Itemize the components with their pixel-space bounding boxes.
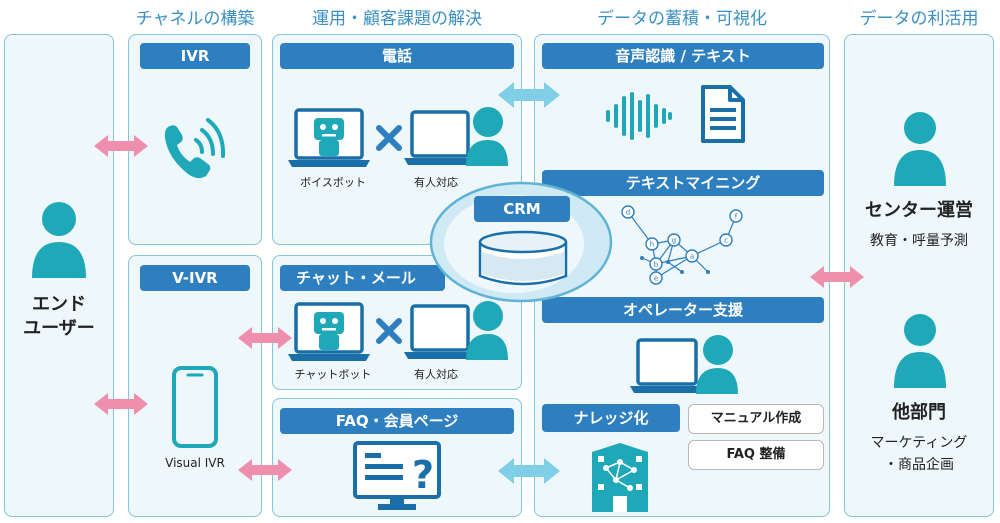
arrow-enduser-ivr bbox=[94, 135, 148, 157]
document-icon bbox=[701, 85, 745, 143]
ivr-title: IVR bbox=[140, 43, 250, 69]
header-ops: 運用・顧客課題の解決 bbox=[312, 9, 482, 29]
center-sub: 教育・呼量予測 bbox=[870, 233, 968, 249]
end-user-label-2: ユーザー bbox=[23, 318, 95, 339]
voicebot-label: ボイスボット bbox=[300, 176, 366, 189]
visual-ivr-label: Visual IVR bbox=[165, 456, 225, 470]
vivr-panel bbox=[128, 255, 262, 517]
phone-title: 電話 bbox=[280, 43, 514, 69]
node-label: e bbox=[654, 275, 658, 283]
crm-title: CRM bbox=[474, 196, 570, 222]
phone-human-label: 有人対応 bbox=[414, 176, 458, 189]
node-label: h bbox=[650, 241, 654, 249]
cross-icon-phone bbox=[376, 125, 402, 151]
arrow-vivr-faq bbox=[238, 459, 292, 481]
center-person-icon bbox=[894, 112, 946, 186]
faq-title: FAQ・会員ページ bbox=[280, 408, 514, 434]
voicebot-laptop-icon bbox=[288, 108, 370, 167]
phone-signal-icon bbox=[164, 118, 226, 179]
waveform-icon bbox=[606, 92, 672, 140]
node-label: g bbox=[672, 237, 676, 245]
node-label: f bbox=[735, 213, 738, 221]
other-dept-title: 他部門 bbox=[892, 402, 946, 423]
knowledge-building-icon bbox=[592, 443, 648, 512]
arrow-enduser-vivr bbox=[94, 393, 148, 415]
chatbot-label: チャットボット bbox=[294, 368, 372, 381]
operator-title: オペレーター支援 bbox=[542, 297, 824, 323]
chat-title: チャット・メール bbox=[280, 265, 445, 291]
end-user-label-1: エンド bbox=[32, 294, 86, 315]
smartphone-icon bbox=[172, 366, 218, 448]
header-data: データの蓄積・可視化 bbox=[597, 9, 767, 29]
operator-support-icon bbox=[630, 335, 738, 394]
end-user-icon bbox=[32, 202, 86, 278]
dept-person-icon bbox=[894, 314, 946, 388]
faq-monitor-icon: ? bbox=[353, 441, 441, 510]
svg-text:?: ? bbox=[412, 453, 434, 497]
node-label: d bbox=[626, 209, 630, 217]
database-icon bbox=[478, 230, 568, 286]
chatbot-laptop-icon bbox=[288, 302, 370, 361]
center-title: センター運営 bbox=[865, 200, 973, 221]
node-label: b bbox=[654, 261, 659, 269]
node-label: a bbox=[690, 253, 694, 261]
arrow-phone-data bbox=[498, 82, 560, 108]
knowledge-title: ナレッジ化 bbox=[542, 404, 680, 432]
speech-title: 音声認識 / テキスト bbox=[542, 43, 824, 69]
chat-operator-laptop-icon bbox=[404, 301, 508, 360]
header-channel: チャネルの構築 bbox=[135, 9, 255, 29]
mining-title: テキストマイニング bbox=[542, 170, 824, 196]
chat-human-label: 有人対応 bbox=[414, 368, 458, 381]
manual-tag: マニュアル作成 bbox=[688, 404, 824, 434]
other-dept-sub1: マーケティング bbox=[870, 435, 968, 451]
arrow-vivr-chat bbox=[238, 327, 292, 349]
node-label: c bbox=[724, 237, 728, 245]
header-use: データの利活用 bbox=[859, 9, 979, 29]
other-dept-sub2: ・商品企画 bbox=[884, 457, 954, 473]
network-graph-icon: d f h g a c b e bbox=[621, 205, 743, 285]
arrow-data-use bbox=[810, 266, 864, 288]
arrow-faq-data bbox=[498, 458, 560, 484]
vivr-title: V-IVR bbox=[140, 265, 250, 291]
cross-icon-chat bbox=[376, 318, 402, 344]
operator-laptop-icon bbox=[404, 107, 508, 166]
faq-maintenance-tag: FAQ 整備 bbox=[688, 440, 824, 470]
